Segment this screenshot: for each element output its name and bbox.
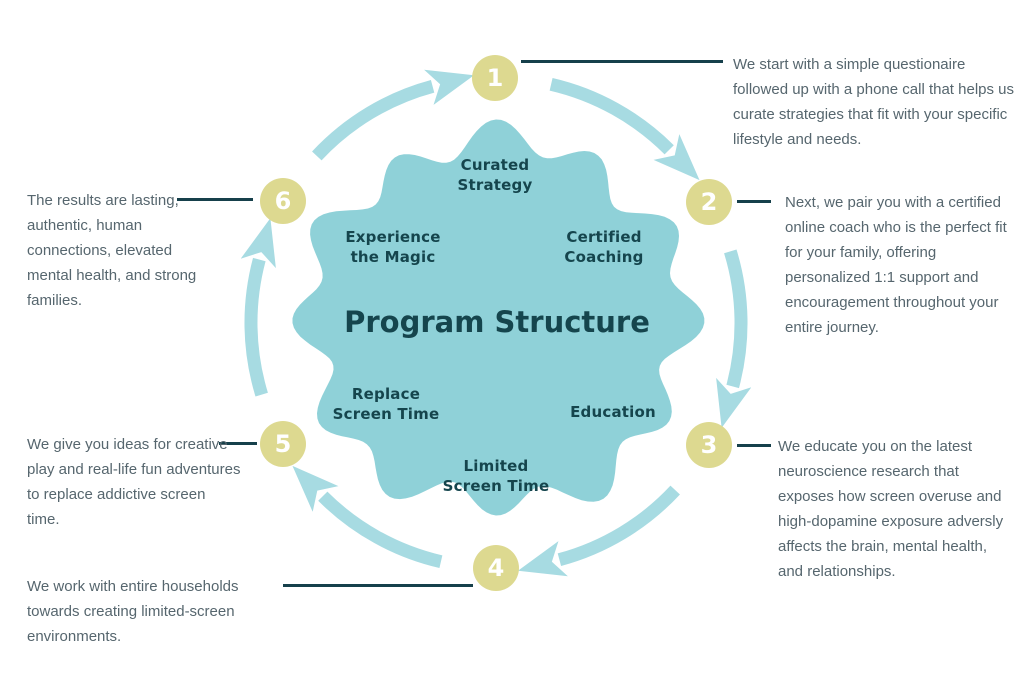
- blob-label-experience-the-magic: Experience the Magic: [345, 228, 441, 266]
- center-scalloped-blob: [292, 119, 705, 516]
- step-circle-6: 6: [260, 178, 306, 224]
- step-description-2: Next, we pair you with a certified onlin…: [785, 194, 1007, 336]
- arrow-arc-3-4: [517, 485, 680, 577]
- leader-line-2: [737, 200, 771, 203]
- step-number: 3: [700, 431, 718, 459]
- arrow-arc-4-5: [292, 465, 443, 569]
- step-circle-3: 3: [686, 422, 732, 468]
- blob-label-certified-coaching: Certified Coaching: [564, 228, 644, 266]
- step-number: 5: [274, 430, 292, 458]
- arrow-arc-5-6: [240, 218, 276, 397]
- leader-line-5: [219, 442, 257, 445]
- step-circle-1: 1: [472, 55, 518, 101]
- leader-line-4: [283, 584, 473, 587]
- page-title: Program Structure: [344, 305, 650, 339]
- blob-label-replace-screen-time: Replace Screen Time: [332, 385, 440, 423]
- step-number: 1: [486, 64, 504, 92]
- step-description-5: We give you ideas for creative play and …: [27, 436, 241, 528]
- step-number: 2: [700, 188, 718, 216]
- step-description-1: We start with a simple questionaire foll…: [733, 56, 1015, 148]
- blob-label-limited-screen-time: Limited Screen Time: [442, 457, 550, 495]
- step-circle-2: 2: [686, 179, 732, 225]
- step-number: 4: [487, 554, 505, 582]
- step-circle-4: 4: [473, 545, 519, 591]
- step-description-6: The results are lasting, authentic, huma…: [27, 192, 197, 309]
- arrow-arc-6-1: [312, 69, 475, 161]
- step-number: 6: [274, 187, 292, 215]
- arrow-arc-2-3: [716, 249, 752, 428]
- arrow-arc-1-2: [549, 77, 700, 181]
- cycle-arrows: [240, 69, 752, 577]
- step-circle-5: 5: [260, 421, 306, 467]
- leader-line-6: [177, 198, 253, 201]
- leader-line-1: [521, 60, 723, 63]
- blob-label-curated-strategy: Curated Strategy: [457, 156, 533, 194]
- blob-label-education: Education: [570, 403, 656, 421]
- step-description-3: We educate you on the latest neuroscienc…: [778, 438, 1004, 580]
- step-description-4: We work with entire households towards c…: [27, 578, 239, 645]
- leader-line-3: [737, 444, 771, 447]
